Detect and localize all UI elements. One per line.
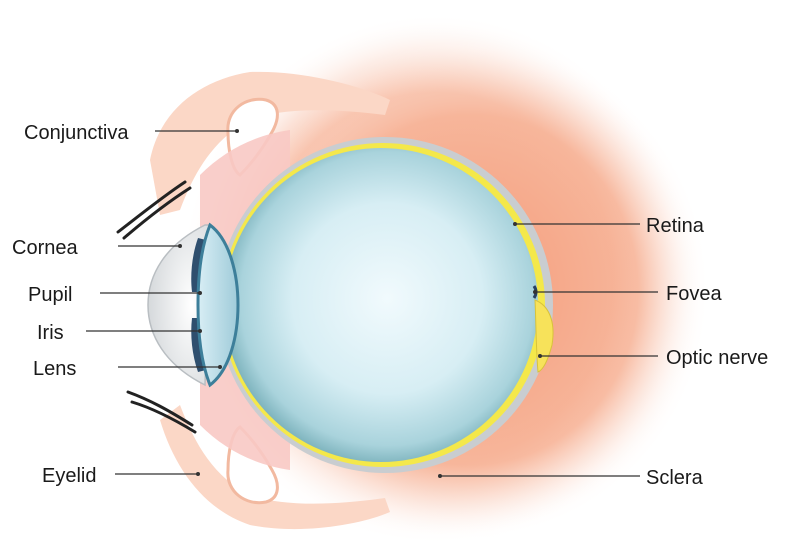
label-fovea: Fovea	[666, 283, 722, 305]
vitreous-body	[224, 148, 538, 462]
label-retina: Retina	[646, 215, 705, 237]
label-optic-nerve: Optic nerve	[666, 347, 768, 369]
label-sclera: Sclera	[646, 467, 704, 489]
label-eyelid: Eyelid	[42, 465, 96, 487]
label-cornea: Cornea	[12, 237, 78, 259]
label-pupil: Pupil	[28, 284, 72, 306]
label-conjunctiva: Conjunctiva	[24, 122, 129, 144]
label-iris: Iris	[37, 322, 64, 344]
lower-eyelashes	[128, 392, 195, 432]
label-lens: Lens	[33, 358, 76, 380]
